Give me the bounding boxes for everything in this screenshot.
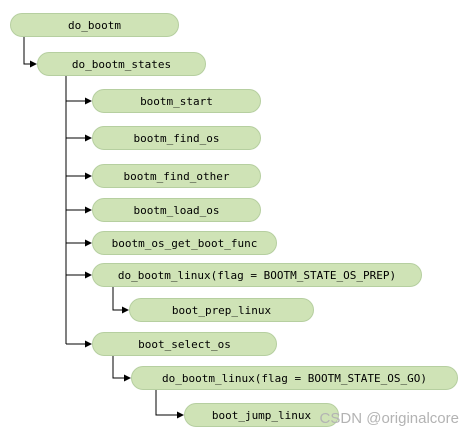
edge-to-boot-prep-linux: [112, 287, 129, 314]
node-boot-jump-linux: boot_jump_linux: [184, 403, 339, 427]
node-bootm-find-other: bootm_find_other: [92, 164, 261, 188]
node-bootm-find-os: bootm_find_os: [92, 126, 261, 150]
node-bootm-os-get-boot-func: bootm_os_get_boot_func: [92, 231, 277, 255]
edge-do-bootm-to-states: [23, 37, 37, 68]
edge-to-boot-jump-linux: [155, 390, 184, 419]
watermark-text: CSDN @originalcore: [319, 410, 459, 427]
edge-to-linux-go: [112, 356, 131, 382]
node-do-bootm-linux-go: do_bootm_linux(flag = BOOTM_STATE_OS_GO): [131, 366, 458, 390]
node-do-bootm-linux-prep: do_bootm_linux(flag = BOOTM_STATE_OS_PRE…: [92, 263, 422, 287]
node-do-bootm-states: do_bootm_states: [37, 52, 206, 76]
node-boot-prep-linux: boot_prep_linux: [129, 298, 314, 322]
node-bootm-start: bootm_start: [92, 89, 261, 113]
node-bootm-load-os: bootm_load_os: [92, 198, 261, 222]
node-do-bootm: do_bootm: [10, 13, 179, 37]
node-boot-select-os: boot_select_os: [92, 332, 277, 356]
